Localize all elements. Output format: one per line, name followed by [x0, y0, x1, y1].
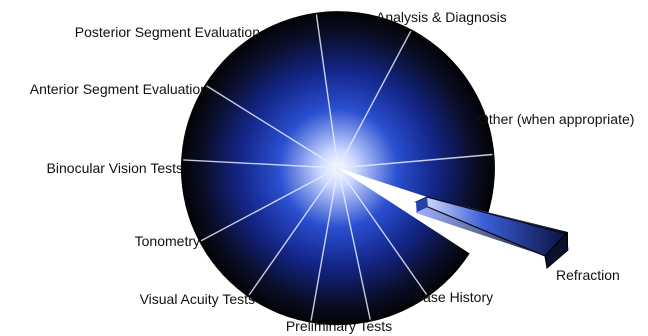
- label-posterior-segment-evaluation: Posterior Segment Evaluation: [75, 24, 260, 40]
- label-anterior-segment-evaluation: Anterior Segment Evaluation: [30, 81, 208, 97]
- refraction-wedge: [414, 196, 569, 269]
- label-preliminary-tests: Preliminary Tests: [286, 318, 392, 334]
- segment-divider-line: [310, 167, 339, 321]
- segment-divider-line: [337, 167, 428, 296]
- label-visual-acuity-tests: Visual Acuity Tests: [140, 291, 255, 307]
- segment-divider-line: [337, 167, 371, 320]
- segment-divider-line: [200, 167, 339, 242]
- segment-divider-line: [248, 167, 339, 296]
- segment-divider-line: [337, 153, 493, 169]
- refraction-wedge-inner-face: [416, 197, 428, 212]
- label-binocular-vision-tests: Binocular Vision Tests: [47, 160, 183, 176]
- label-analysis-diagnosis: Analysis & Diagnosis: [376, 9, 507, 25]
- refraction-wedge-front: [544, 232, 569, 269]
- label-case-history: Case History: [413, 289, 493, 305]
- label-refraction: Refraction: [556, 267, 620, 283]
- label-other: Other (when appropriate): [478, 111, 634, 127]
- segment-divider-line: [183, 159, 339, 169]
- segment-divider-line: [337, 30, 412, 169]
- segment-divider-line: [206, 85, 339, 169]
- segment-divider-line: [315, 14, 339, 169]
- segment-dividers: [183, 14, 493, 321]
- label-tonometry: Tonometry: [135, 233, 200, 249]
